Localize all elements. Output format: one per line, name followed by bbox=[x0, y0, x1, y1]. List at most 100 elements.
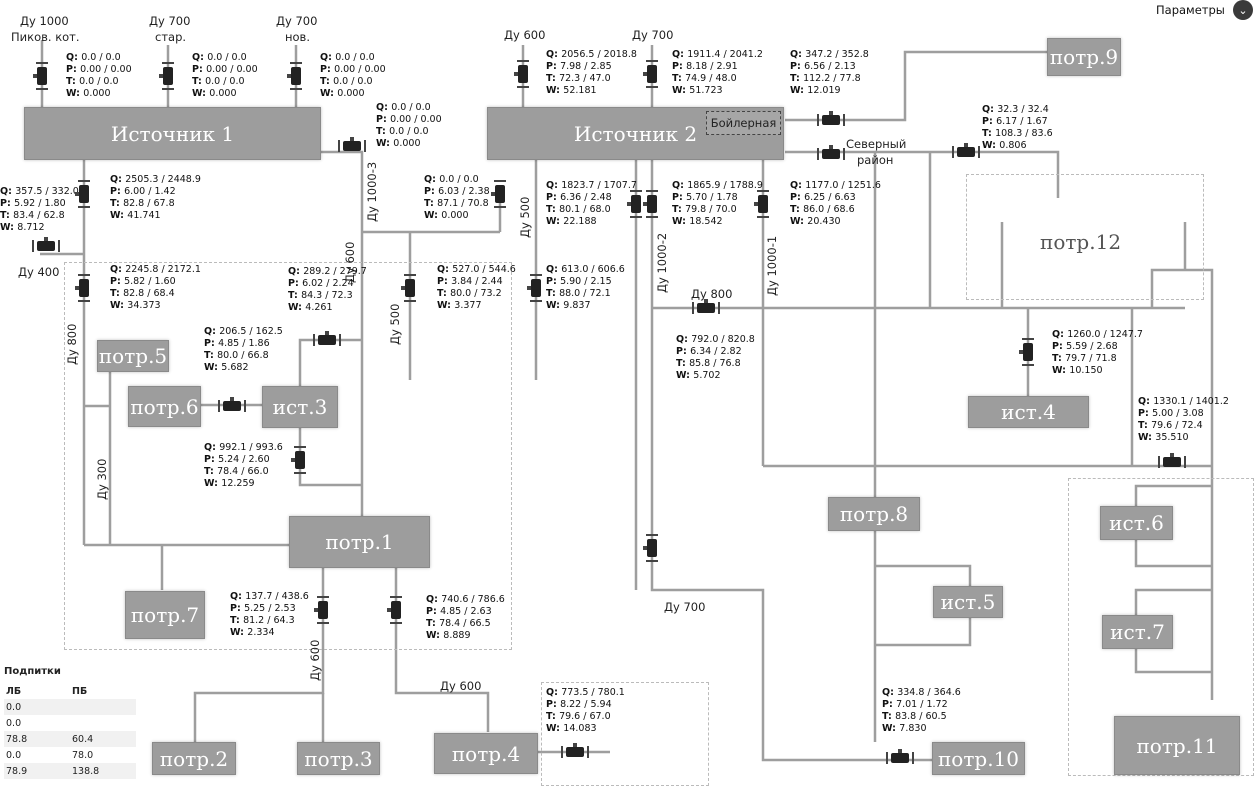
measurement-line-p: P: 6.56 / 2.13 bbox=[790, 61, 869, 73]
measurement-value: 792.0 / 820.8 bbox=[691, 334, 755, 345]
source-3-box[interactable]: ист.3 bbox=[262, 386, 338, 428]
du500-right-label: Ду 500 bbox=[518, 196, 532, 238]
consumer-6-box[interactable]: потр.6 bbox=[128, 386, 201, 427]
consumer-5-box[interactable]: потр.5 bbox=[97, 340, 169, 372]
consumer-12-label[interactable]: потр.12 bbox=[1040, 230, 1122, 254]
measurement-key: W: bbox=[546, 723, 564, 734]
valve-icon[interactable] bbox=[75, 180, 93, 208]
source-1-box[interactable]: Источник 1 bbox=[24, 107, 321, 160]
measurement-line-p: P: 5.59 / 2.68 bbox=[1052, 341, 1143, 353]
measurement-key: P: bbox=[672, 192, 687, 203]
valve-icon[interactable] bbox=[817, 145, 845, 163]
zone-potr4 bbox=[541, 682, 709, 786]
consumer-9-box[interactable]: потр.9 bbox=[1047, 38, 1121, 76]
measurement-key: Q: bbox=[426, 594, 442, 605]
measurement-line-t: T: 86.0 / 68.6 bbox=[790, 204, 881, 216]
valve-icon[interactable] bbox=[291, 446, 309, 474]
measurement-key: T: bbox=[546, 73, 560, 84]
valve-icon[interactable] bbox=[218, 397, 246, 415]
valve-icon[interactable] bbox=[491, 180, 509, 208]
valve-icon[interactable] bbox=[401, 274, 419, 302]
measurement-value: 0.00 / 0.00 bbox=[80, 64, 132, 75]
measurement-value: 8.889 bbox=[443, 630, 471, 641]
consumer-2-box[interactable]: потр.2 bbox=[152, 742, 236, 775]
measurement-line-p: P: 5.25 / 2.53 bbox=[230, 603, 309, 615]
measurement-line-q: Q: 992.1 / 993.6 bbox=[204, 442, 283, 454]
measurement-value: 12.259 bbox=[221, 478, 255, 489]
source-5-box[interactable]: ист.5 bbox=[933, 586, 1003, 618]
measurement-value: 6.02 / 2.24 bbox=[302, 278, 354, 289]
du600-p4-label: Ду 600 bbox=[440, 679, 482, 693]
valve-icon[interactable] bbox=[387, 596, 405, 624]
valve-icon[interactable] bbox=[75, 274, 93, 302]
du400-label: Ду 400 bbox=[18, 265, 60, 279]
valve-icon[interactable] bbox=[561, 743, 589, 761]
makeup-cell: 0.0 bbox=[4, 747, 70, 763]
valve-icon[interactable] bbox=[338, 137, 366, 155]
measurement-value: 5.682 bbox=[221, 362, 249, 373]
valve-icon[interactable] bbox=[754, 190, 772, 218]
measurement-line-w: W: 0.000 bbox=[192, 88, 258, 100]
valve-icon[interactable] bbox=[313, 331, 341, 349]
valve-icon[interactable] bbox=[692, 299, 720, 317]
measurement-line-p: P: 5.24 / 2.60 bbox=[204, 454, 283, 466]
valve-icon[interactable] bbox=[527, 274, 545, 302]
source-7-box[interactable]: ист.7 bbox=[1102, 615, 1173, 649]
measurement-value: 4.85 / 2.63 bbox=[440, 606, 492, 617]
measurement-line-w: W: 51.723 bbox=[672, 85, 763, 97]
consumer-10-box[interactable]: потр.10 bbox=[932, 742, 1025, 775]
valve-icon[interactable] bbox=[159, 62, 177, 90]
measurement-key: Q: bbox=[982, 104, 998, 115]
valve-icon[interactable] bbox=[32, 237, 60, 255]
valve-icon[interactable] bbox=[886, 749, 914, 767]
valve-icon[interactable] bbox=[33, 62, 51, 90]
consumer-11-box[interactable]: потр.11 bbox=[1114, 716, 1240, 775]
measurement-key: P: bbox=[437, 276, 452, 287]
measurement-value: 1911.4 / 2041.2 bbox=[687, 49, 763, 60]
source-4-box[interactable]: ист.4 bbox=[968, 396, 1089, 428]
measurement-key: P: bbox=[790, 192, 805, 203]
measurement-value: 0.000 bbox=[441, 210, 469, 221]
parameters-menu-label[interactable]: Параметры bbox=[1156, 3, 1225, 17]
measurement-line-t: T: 0.0 / 0.0 bbox=[376, 126, 442, 138]
measurement-value: 87.1 / 70.8 bbox=[437, 198, 489, 209]
measurement-value: 3.377 bbox=[454, 300, 482, 311]
valve-icon[interactable] bbox=[643, 60, 661, 88]
valve-icon[interactable] bbox=[643, 190, 661, 218]
measurement-key: Q: bbox=[376, 102, 392, 113]
measurement-key: P: bbox=[1138, 408, 1153, 419]
measurement-value: 2056.5 / 2018.8 bbox=[561, 49, 637, 60]
measurement-line-p: P: 8.18 / 2.91 bbox=[672, 61, 763, 73]
parameters-dropdown-button[interactable]: ⌄ bbox=[1233, 0, 1253, 20]
measurement-value: 5.702 bbox=[693, 370, 721, 381]
measurement-line-p: P: 0.00 / 0.00 bbox=[376, 114, 442, 126]
valve-icon[interactable] bbox=[1019, 338, 1037, 366]
consumer-3-box[interactable]: потр.3 bbox=[297, 742, 380, 775]
consumer-4-box[interactable]: потр.4 bbox=[434, 733, 538, 774]
measurement-value: 1330.1 / 1401.2 bbox=[1153, 396, 1229, 407]
valve-icon[interactable] bbox=[287, 62, 305, 90]
du700-top-label: Ду 700 bbox=[632, 28, 674, 42]
measurement-key: T: bbox=[1052, 353, 1066, 364]
measurement-line-t: T: 83.4 / 62.8 bbox=[0, 210, 79, 222]
valve-icon[interactable] bbox=[314, 596, 332, 624]
boiler-room-box[interactable]: Бойлерная bbox=[706, 111, 781, 135]
consumer-7-box[interactable]: потр.7 bbox=[125, 591, 205, 639]
valve-icon[interactable] bbox=[952, 143, 980, 161]
measurement-value: 0.000 bbox=[393, 138, 421, 149]
zone-right bbox=[1068, 478, 1254, 776]
valve-icon[interactable] bbox=[1158, 453, 1186, 471]
source-6-box[interactable]: ист.6 bbox=[1100, 506, 1173, 540]
valve-icon[interactable] bbox=[514, 60, 532, 88]
consumer-1-box[interactable]: потр.1 bbox=[289, 516, 430, 568]
makeup-cell bbox=[70, 699, 136, 715]
valve-icon[interactable] bbox=[627, 190, 645, 218]
measurement-key: T: bbox=[672, 204, 686, 215]
measurement-line-w: W: 5.682 bbox=[204, 362, 283, 374]
valve-icon[interactable] bbox=[817, 111, 845, 129]
valve-icon[interactable] bbox=[643, 534, 661, 562]
consumer-8-box[interactable]: потр.8 bbox=[828, 497, 920, 531]
measurement-key: P: bbox=[192, 64, 207, 75]
